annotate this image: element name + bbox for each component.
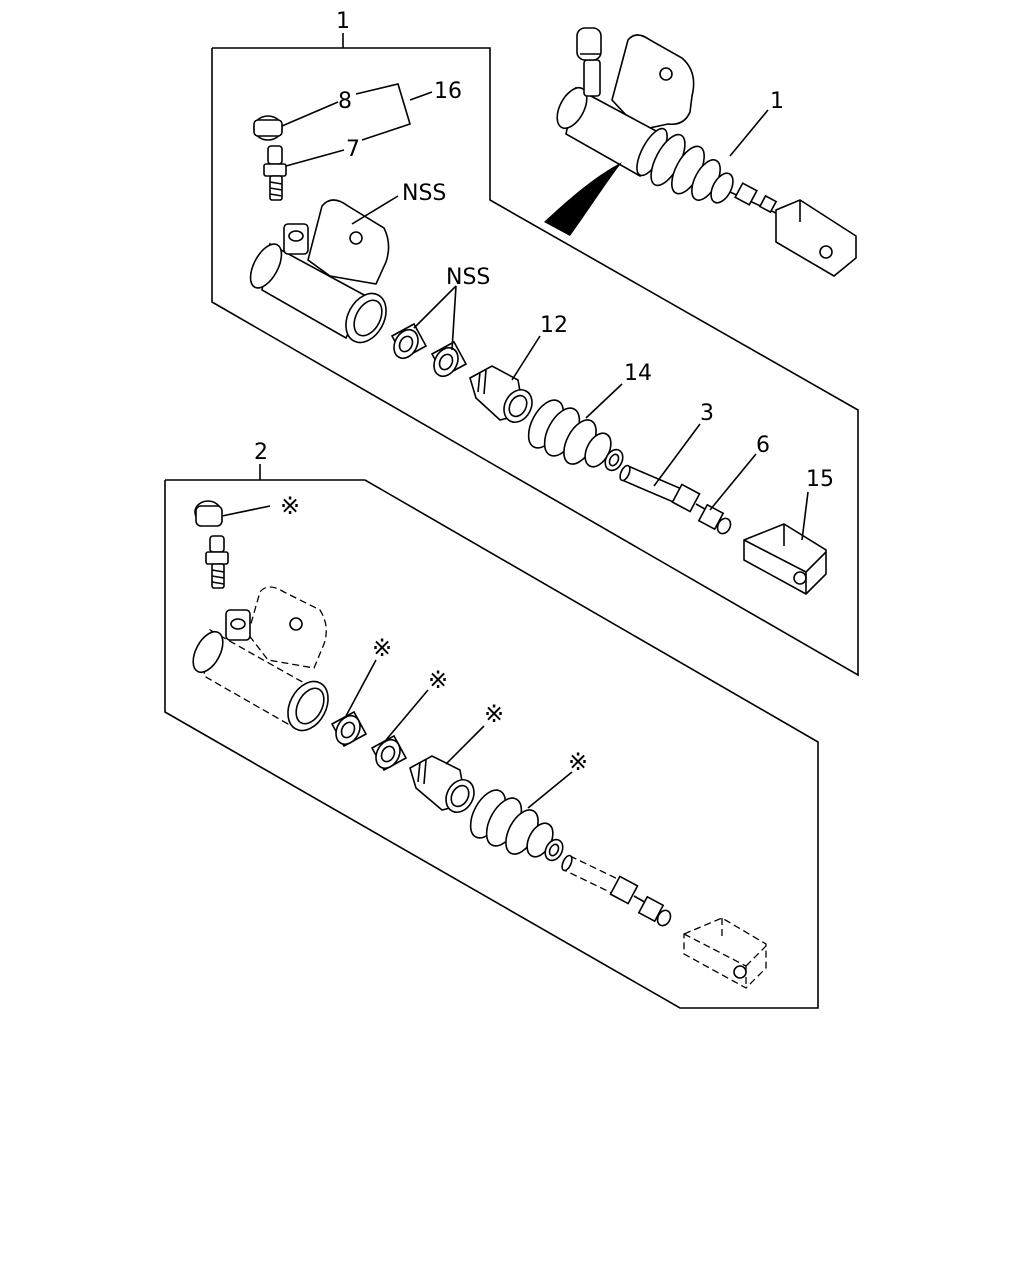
kit-1-frame	[211, 33, 859, 677]
kit2-lock-nut	[609, 875, 672, 927]
lock-nut-label: 6	[756, 433, 770, 458]
kit-1-callout: 1	[336, 9, 350, 34]
kit2-cap-asterisk: ※	[280, 492, 300, 520]
assembly-leader-line	[729, 109, 769, 157]
cylinder-body-label: NSS	[402, 181, 446, 206]
kit2-boot-asterisk: ※	[568, 748, 588, 776]
kit2-dust-boot	[469, 789, 564, 862]
clevis-label: 15	[806, 467, 834, 492]
assembly-callout: 1	[770, 89, 784, 114]
kit2-cup-seal-1	[330, 710, 368, 748]
kit2-dust-cap	[194, 500, 223, 527]
kit2-piston	[409, 755, 475, 814]
bleeder-screw	[263, 145, 287, 201]
assembled-slave-cylinder	[556, 27, 857, 277]
bleeder-screw-label: 7	[346, 137, 360, 162]
dust-cap	[253, 115, 283, 141]
kit-2-leaders	[221, 505, 573, 809]
cup-seal-2	[430, 340, 468, 378]
assembly-arrow-icon	[544, 162, 622, 236]
lock-nut	[671, 483, 732, 535]
cylinder-body	[249, 199, 390, 344]
kit-2-callout: 2	[254, 440, 268, 465]
piston	[469, 365, 533, 424]
kit2-push-rod	[561, 854, 625, 897]
cup-seals-label: NSS	[446, 265, 490, 290]
dust-boot	[527, 399, 624, 472]
kit2-bleeder-screw	[205, 535, 229, 589]
kit2-seal-1-asterisk: ※	[372, 634, 392, 662]
kit-1-leaders	[281, 83, 809, 541]
kit2-cup-seal-2	[370, 734, 408, 772]
boot-label: 14	[624, 361, 652, 386]
kit2-clevis	[683, 917, 767, 989]
push-rod-label: 3	[700, 401, 714, 426]
kit2-seal-2-asterisk: ※	[428, 666, 448, 694]
kit-2-frame	[164, 464, 819, 1009]
bleeder-group-label: 16	[434, 79, 462, 104]
kit2-cylinder-body	[192, 586, 329, 732]
piston-label: 12	[540, 313, 568, 338]
clevis	[743, 523, 827, 595]
kit2-piston-asterisk: ※	[484, 700, 504, 728]
dust-cap-label: 8	[338, 89, 352, 114]
cup-seal-1	[390, 322, 428, 360]
